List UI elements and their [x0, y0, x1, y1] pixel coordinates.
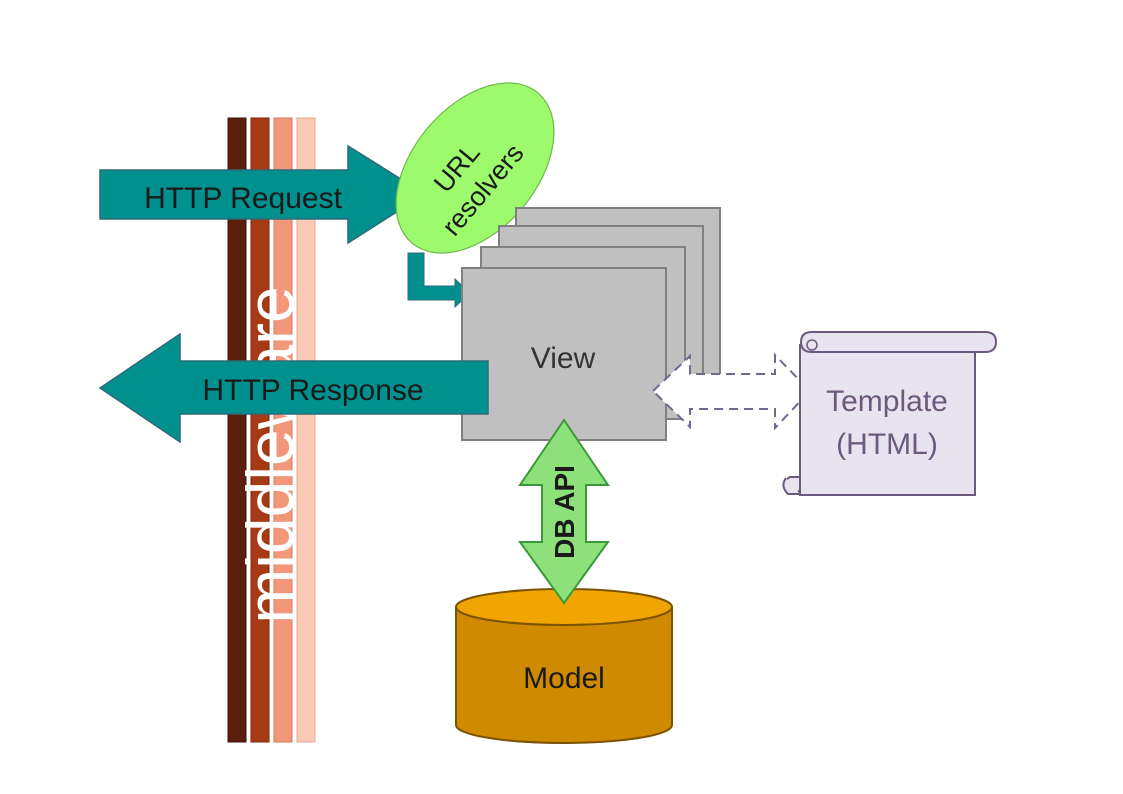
- middleware-layer-1: [227, 117, 247, 743]
- http-request-arrow: HTTP Request: [99, 144, 427, 245]
- dispatch-arrow: [407, 252, 471, 309]
- middleware-layer-4: [296, 117, 316, 743]
- model-label: Model: [523, 662, 605, 695]
- template-render-arrow: [651, 352, 812, 431]
- template-scroll: Template (HTML): [782, 331, 998, 496]
- db-api-label: DB API: [549, 465, 580, 559]
- view-stack: View: [461, 207, 721, 441]
- db-api-arrow: DB API: [518, 418, 610, 605]
- middleware-layer-2: [250, 117, 270, 743]
- template-line2: (HTML): [836, 428, 938, 461]
- view-label: View: [531, 342, 596, 375]
- template-line1: Template: [826, 385, 948, 418]
- middleware-label: middleware: [233, 286, 307, 623]
- middleware-layers: middleware: [227, 117, 316, 743]
- http-response-arrow: HTTP Response: [98, 332, 489, 444]
- http-response-label: HTTP Response: [202, 374, 423, 407]
- middleware-layer-3: [273, 117, 293, 743]
- http-request-label: HTTP Request: [144, 182, 343, 215]
- model-cylinder: Model: [455, 588, 673, 744]
